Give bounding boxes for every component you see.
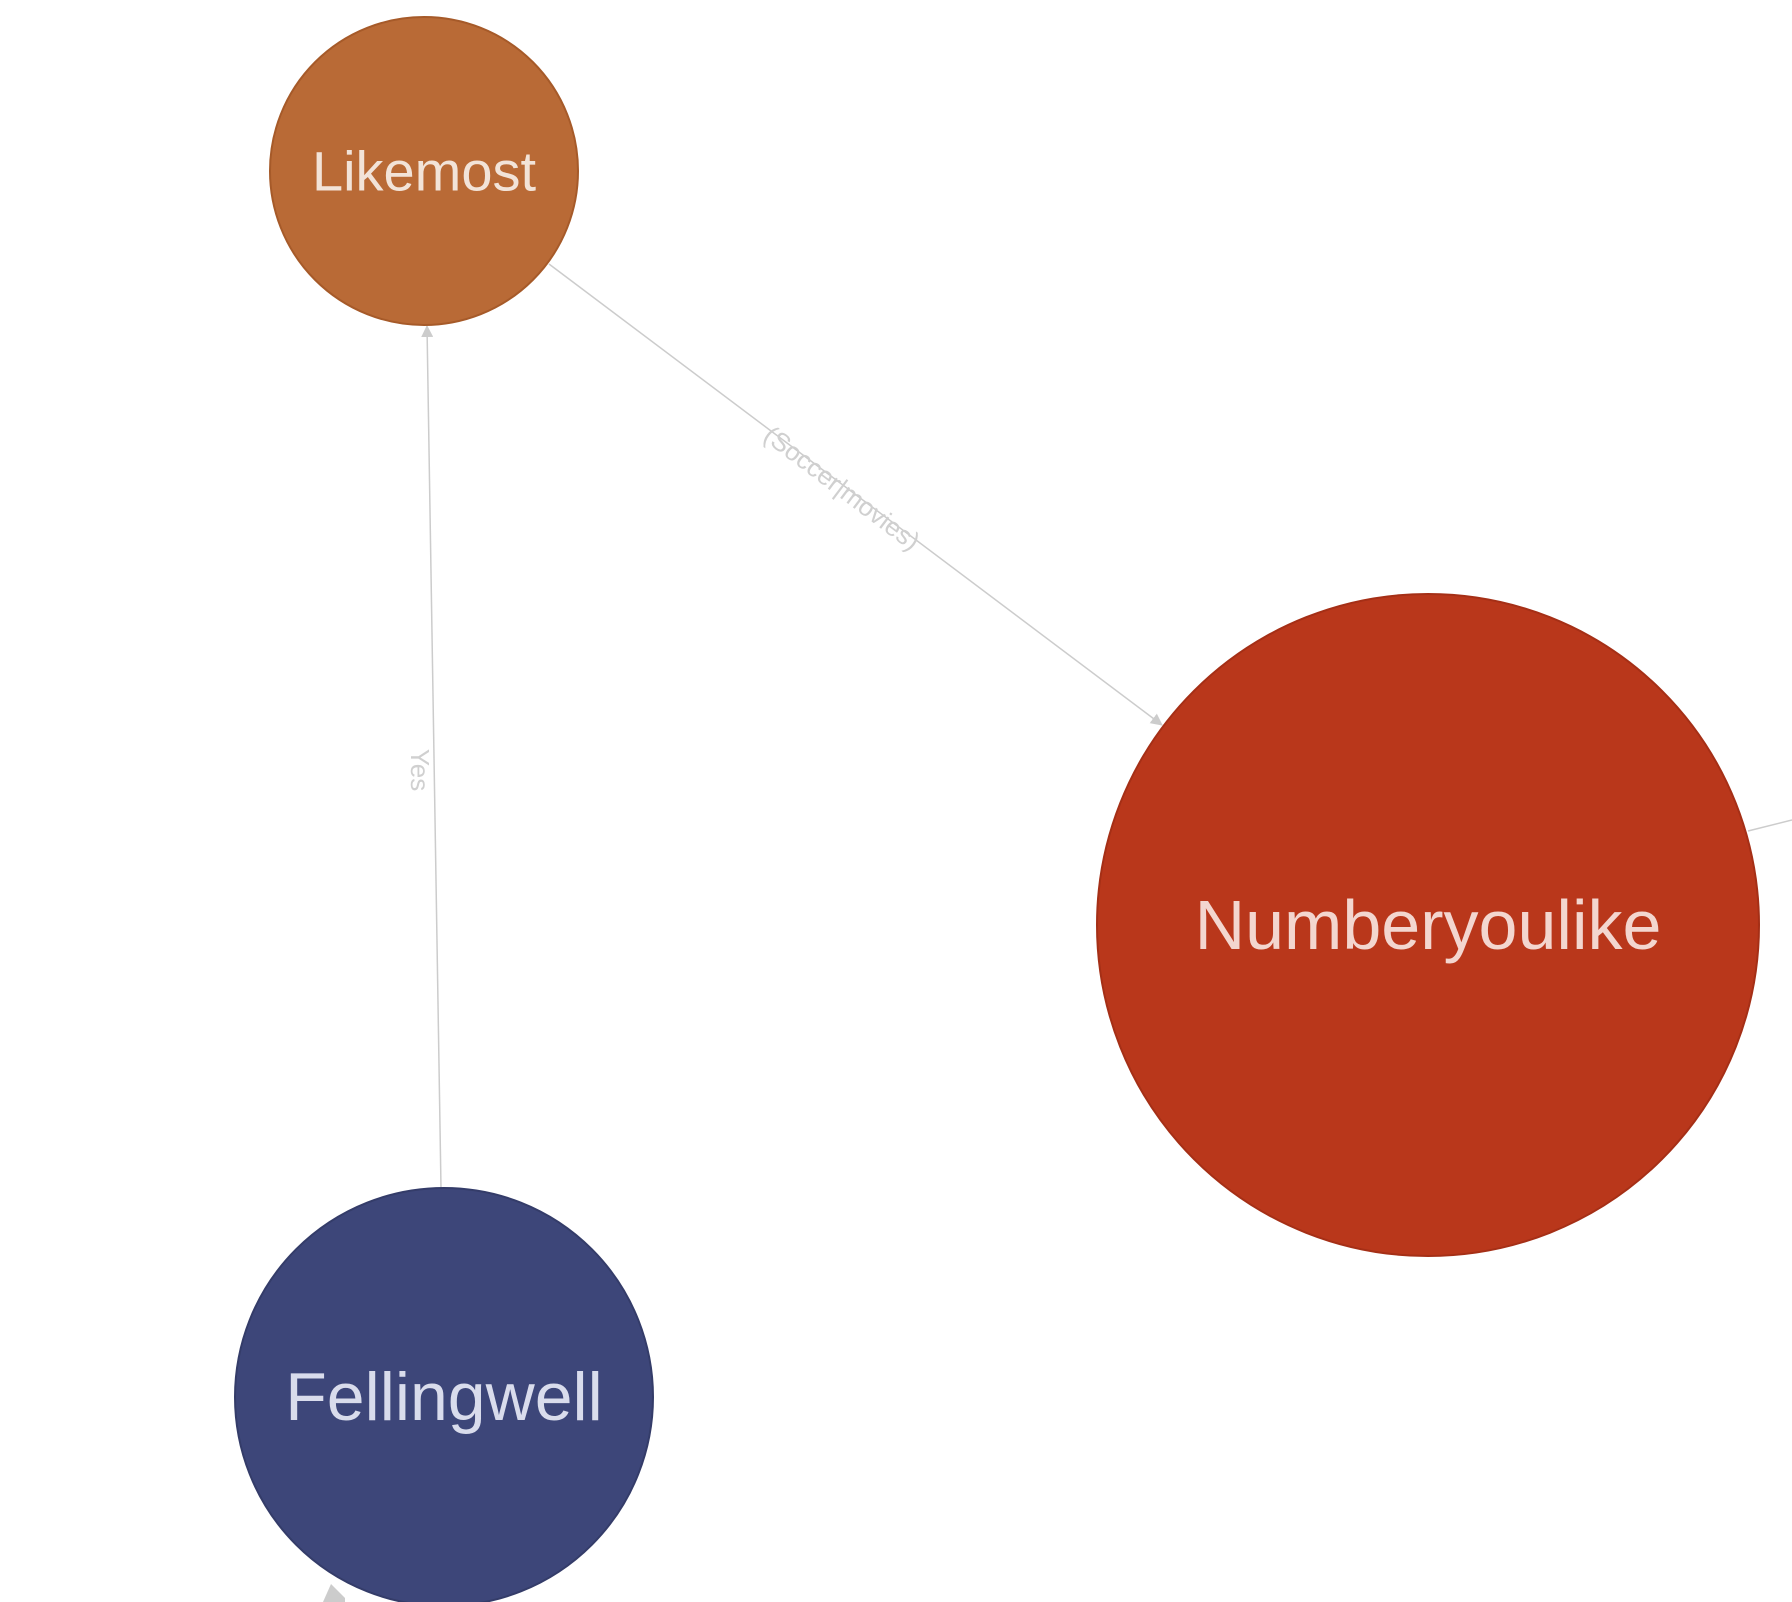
edge-line-yes[interactable]	[421, 325, 442, 1189]
node-numberyoulike[interactable]: Numberyoulike	[1096, 593, 1760, 1257]
edge-line-soccer-movies[interactable]	[548, 263, 1163, 726]
arrowhead-offscreen-bottom	[323, 1584, 345, 1602]
edge-fellingwell-to-likemost[interactable]: Yes	[405, 325, 442, 1189]
edge-line-offscreen-right[interactable]	[1747, 819, 1792, 832]
node-likemost[interactable]: Likemost	[269, 16, 579, 326]
node-circle-fellingwell[interactable]	[234, 1187, 654, 1602]
edge-likemost-to-numberyoulike[interactable]: (Soccer|movies)	[548, 263, 1163, 726]
node-label-fellingwell: Fellingwell	[285, 1359, 602, 1435]
node-circle-likemost[interactable]	[269, 16, 579, 326]
node-fellingwell[interactable]: Fellingwell	[234, 1187, 654, 1602]
edge-label-soccer-movies: (Soccer|movies)	[758, 420, 926, 557]
node-circle-numberyoulike[interactable]	[1096, 593, 1760, 1257]
node-label-likemost: Likemost	[312, 140, 537, 203]
edge-label-yes: Yes	[405, 749, 435, 791]
node-label-numberyoulike: Numberyoulike	[1195, 886, 1662, 964]
